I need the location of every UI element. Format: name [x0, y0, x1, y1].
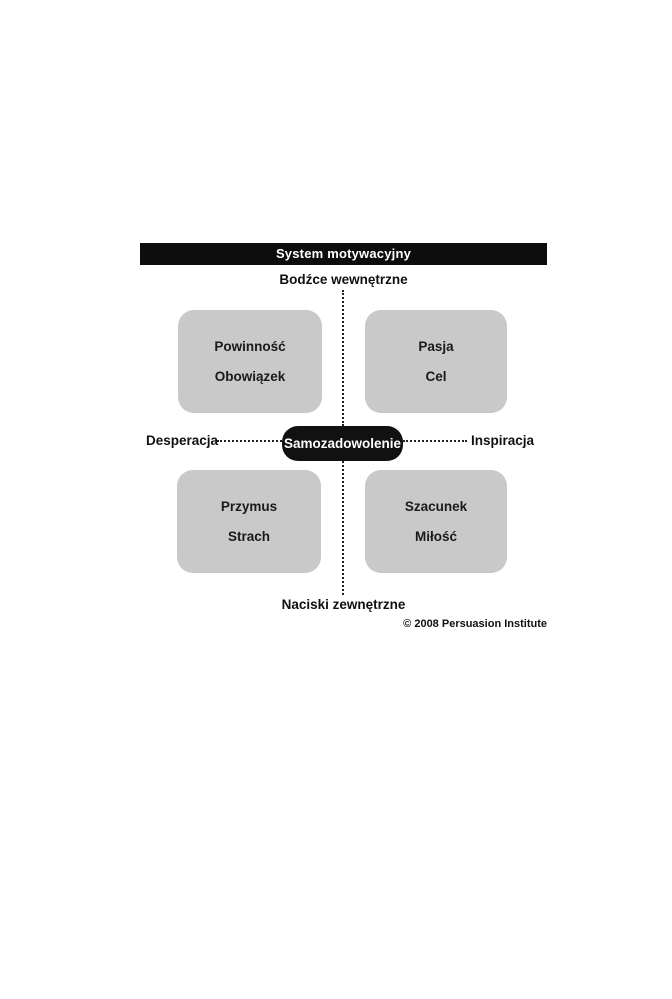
- quadrant-label: Powinność: [214, 338, 286, 354]
- quadrant-box-top-left: Powinność Obowiązek: [178, 310, 322, 413]
- quadrant-box-bottom-right: Szacunek Miłość: [365, 470, 507, 573]
- quadrant-box-bottom-left: Przymus Strach: [177, 470, 321, 573]
- quadrant-label: Miłość: [414, 529, 457, 544]
- quadrant-label: Pasja: [418, 338, 454, 354]
- axis-label-right: Inspiracja: [471, 433, 535, 448]
- copyright-text: © 2008 Persuasion Institute: [403, 618, 547, 630]
- horizontal-dotted-line-left: [217, 440, 282, 442]
- quadrant-label: Obowiązek: [214, 369, 286, 384]
- quadrant-label: Przymus: [220, 498, 278, 514]
- quadrant-label: Szacunek: [404, 498, 468, 514]
- axis-label-top: Bodźce wewnętrzne: [279, 272, 408, 287]
- quadrant-label: Cel: [425, 369, 447, 384]
- quadrant-label: Strach: [227, 529, 271, 544]
- vertical-dotted-line-top: [342, 290, 344, 426]
- center-pill: Samozadowolenie: [282, 426, 403, 461]
- diagram-title-bar: System motywacyjny: [140, 243, 547, 265]
- vertical-dotted-line-bottom: [342, 461, 344, 595]
- horizontal-dotted-line-right: [403, 440, 467, 442]
- axis-label-bottom: Naciski zewnętrzne: [281, 597, 406, 612]
- quadrant-box-top-right: Pasja Cel: [365, 310, 507, 413]
- axis-label-left: Desperacja: [146, 433, 219, 448]
